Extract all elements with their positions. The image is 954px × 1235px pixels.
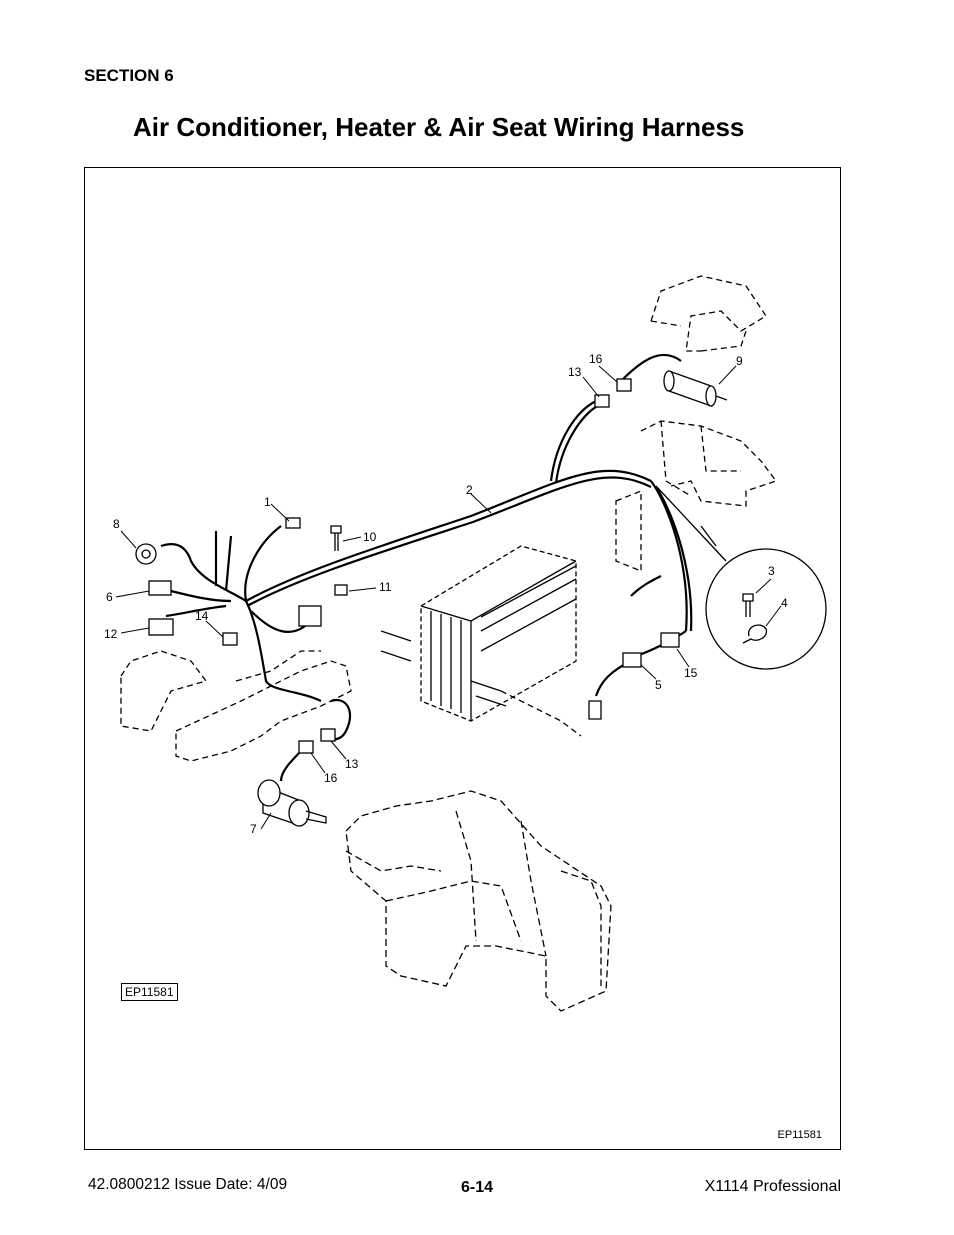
right-bracket-outline	[615, 420, 778, 572]
footer-product: X1114 Professional	[704, 1178, 841, 1195]
callout-1: 1	[264, 495, 271, 509]
left-bracket-outline	[120, 650, 352, 762]
callout-16-top: 16	[589, 352, 603, 366]
section-label: SECTION 6	[84, 66, 174, 85]
callout-14: 14	[195, 609, 209, 623]
callout-2: 2	[466, 483, 473, 497]
callout-3: 3	[768, 564, 775, 578]
wiring-harness-diagram: 1 2 3 4 5 6 7 8 9 10 11 12 13 13 14 15 1…	[104, 275, 827, 1012]
detail-circle	[705, 548, 827, 670]
callout-9: 9	[736, 354, 743, 368]
callout-13-top: 13	[568, 365, 582, 379]
upper-mount-outline	[650, 275, 767, 352]
callout-labels: 1 2 3 4 5 6 7 8 9 10 11 12 13 13 14 15 1…	[104, 352, 788, 836]
motor-7	[257, 779, 327, 827]
figure-id-box: EP11581	[121, 983, 178, 1001]
leader-lines	[115, 365, 782, 830]
motor-9	[663, 370, 728, 407]
sensor-5	[588, 700, 602, 720]
callout-10: 10	[363, 530, 377, 544]
figure-frame: 1 2 3 4 5 6 7 8 9 10 11 12 13 13 14 15 1…	[84, 167, 841, 1150]
callout-16-bottom: 16	[324, 771, 338, 785]
evaporator-core	[380, 545, 582, 737]
seat-pan-outline	[345, 790, 612, 1012]
connectors	[148, 378, 680, 754]
callout-15: 15	[684, 666, 698, 680]
footer-page-number: 6-14	[461, 1179, 494, 1196]
callout-13-bottom: 13	[345, 757, 359, 771]
harness-trunk	[160, 353, 693, 782]
bolt-10	[330, 525, 342, 551]
figure-id-corner: EP11581	[777, 1129, 822, 1141]
callout-12: 12	[104, 627, 118, 641]
clamp-4	[742, 624, 768, 644]
callout-8: 8	[113, 517, 120, 531]
callout-7: 7	[250, 822, 257, 836]
callout-5: 5	[655, 678, 662, 692]
page-title: Air Conditioner, Heater & Air Seat Wirin…	[133, 112, 745, 142]
switch-8	[135, 543, 157, 565]
bolt-3	[742, 593, 754, 617]
callout-11: 11	[379, 580, 392, 594]
callout-6: 6	[106, 590, 113, 604]
footer-doc-issue: 42.0800212 Issue Date: 4/09	[88, 1176, 288, 1193]
callout-4: 4	[781, 596, 788, 610]
